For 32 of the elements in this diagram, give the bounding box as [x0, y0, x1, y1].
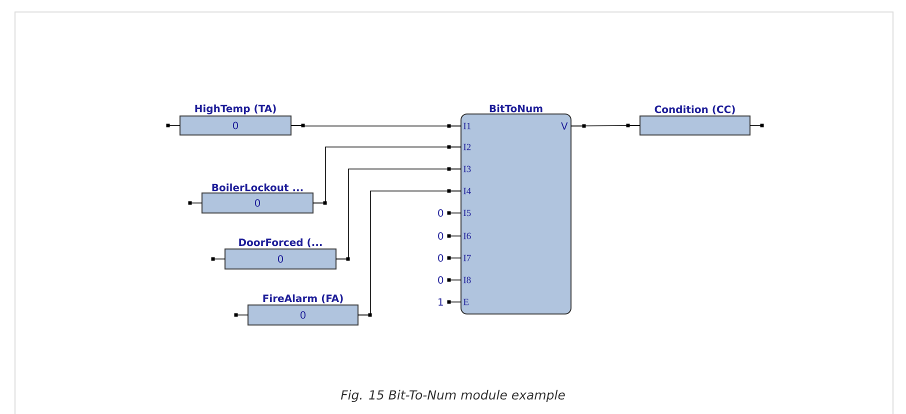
- node-label: HighTemp (TA): [195, 104, 276, 114]
- caption: Fig. 15 Bit-To-Num module example: [340, 390, 565, 402]
- port-label: I3: [464, 166, 471, 172]
- port-label: E: [463, 298, 469, 306]
- node-label: Condition (CC): [654, 105, 735, 114]
- port-label: V: [561, 122, 568, 130]
- value-box: 0 BoilerLockout ...: [202, 184, 314, 214]
- value-box: 0 DoorForced (...: [224, 238, 336, 270]
- port-label: I4: [464, 188, 471, 194]
- node-label: BitToNum: [490, 104, 542, 112]
- node-label: DoorForced (...: [239, 238, 322, 248]
- port-label: I2: [464, 144, 471, 150]
- port-label: I5: [464, 210, 471, 216]
- value-box: 0 FireAlarm (FA): [248, 294, 358, 326]
- constant-value: 0: [438, 254, 444, 262]
- constant-value: 0: [438, 209, 444, 217]
- constant-value: 1: [438, 298, 443, 306]
- port-label: I7: [464, 254, 471, 262]
- port-label: I8: [464, 276, 471, 284]
- node-label: FireAlarm (FA): [263, 294, 343, 304]
- constant-value: 0: [438, 232, 444, 240]
- node-label: BoilerLockout ...: [212, 184, 303, 192]
- connector: [336, 168, 461, 260]
- connector: [313, 146, 461, 204]
- port-label: I6: [464, 232, 471, 240]
- port-label: I1: [464, 122, 471, 130]
- connector: [291, 125, 461, 126]
- value-box: Condition (CC): [640, 105, 750, 136]
- value-box: 0 HighTemp (TA): [180, 104, 292, 136]
- connector: [358, 190, 461, 316]
- constant-value: 0: [438, 276, 444, 284]
- connector: [571, 125, 640, 126]
